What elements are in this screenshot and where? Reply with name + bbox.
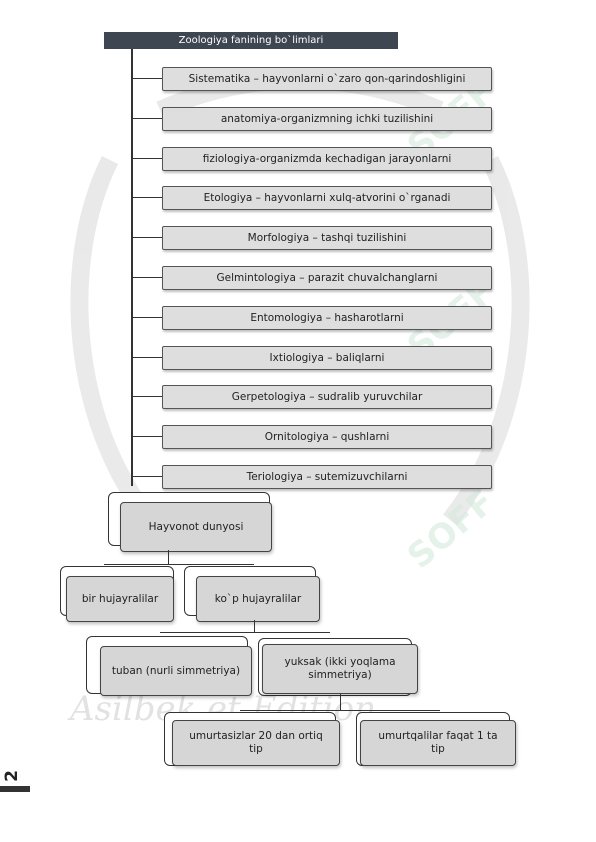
section-item: Sistematika – hayvonlarni o`zaro qon-qar… xyxy=(162,67,492,91)
section-item: fiziologiya-organizmda kechadigan jarayo… xyxy=(162,147,492,171)
branch-connector xyxy=(132,396,163,397)
branch-connector xyxy=(132,436,163,437)
section-item: Ixtiologiya – baliqlarni xyxy=(162,346,492,370)
section-item: Gelmintologiya – parazit chuvalchanglarn… xyxy=(162,266,492,290)
vertebrates-box: umurtqalilar faqat 1 ta tip xyxy=(360,720,516,766)
multicellular-box: ko`p hujayralilar xyxy=(196,576,320,622)
branch-connector xyxy=(132,158,163,159)
invertebrates-box: umurtasizlar 20 dan ortiq tip xyxy=(172,720,340,766)
section-item: Etologiya – hayvonlarni xulq-atvorini o`… xyxy=(162,186,492,210)
section-item: Teriologiya – sutemizuvchilarni xyxy=(162,465,492,489)
vertical-connector xyxy=(131,49,133,486)
section-item: Ornitologiya – qushlarni xyxy=(162,425,492,449)
page-number: 2 xyxy=(1,770,22,782)
branch-connector xyxy=(132,357,163,358)
section-item: Entomologiya – hasharotlarni xyxy=(162,306,492,330)
lower-box: tuban (nurli simmetriya) xyxy=(100,646,252,696)
section-item: anatomiya-organizmning ichki tuzilishini xyxy=(162,107,492,131)
section-item: Morfologiya – tashqi tuzilishini xyxy=(162,226,492,250)
page-number-bar xyxy=(0,786,30,792)
watermark-logo: SOFF xyxy=(400,482,502,577)
branch-connector xyxy=(132,317,163,318)
branch-connector xyxy=(132,118,163,119)
section-item: Gerpetologiya – sudralib yuruvchilar xyxy=(162,385,492,409)
unicellular-box: bir hujayralilar xyxy=(66,576,174,622)
branch-connector xyxy=(132,197,163,198)
branch-connector xyxy=(132,277,163,278)
section-header: Zoologiya fanining bo`limlari xyxy=(104,32,398,49)
higher-box: yuksak (ikki yoqlama simmetriya) xyxy=(262,644,418,694)
root-box: Hayvonot dunyosi xyxy=(120,502,272,552)
branch-connector xyxy=(132,78,163,79)
branch-connector xyxy=(132,237,163,238)
branch-connector xyxy=(132,476,163,477)
